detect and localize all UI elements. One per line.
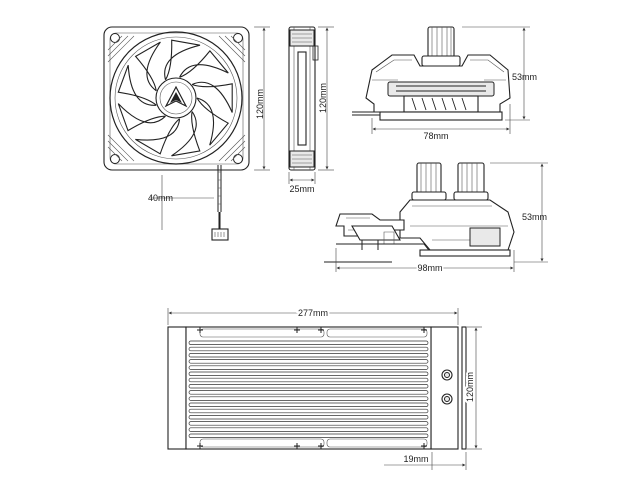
- radiator-height-label: 120mm: [465, 372, 475, 402]
- radiator-length-label: 277mm: [298, 308, 328, 318]
- fan-blade: [164, 39, 201, 81]
- radiator-front-view: [167, 326, 467, 450]
- fan-height-label: 120mm: [255, 89, 265, 119]
- fan-blade: [117, 65, 157, 106]
- fan-blade: [196, 97, 230, 146]
- fan-thickness-label: 25mm: [289, 184, 314, 194]
- radiator-fin: [188, 402, 429, 407]
- radiator-fin: [188, 359, 429, 364]
- pump-side-width-label: 98mm: [417, 263, 442, 273]
- radiator-height-dimension: 120mm: [463, 326, 482, 450]
- radiator-thickness-label: 19mm: [403, 454, 428, 464]
- pump-front-height-dimension: 53mm: [462, 26, 537, 121]
- radiator-thickness-dimension: 19mm: [384, 452, 467, 470]
- fan-side-height-label: 120mm: [318, 83, 328, 113]
- fan-front-view: [103, 26, 250, 241]
- fan-blade: [134, 41, 161, 92]
- fan-height-dimension: 120mm: [254, 26, 270, 171]
- fan-blade: [117, 103, 166, 132]
- cable-length-label: 40mm: [148, 193, 173, 203]
- radiator-fin: [188, 371, 429, 376]
- fan-side-height-dimension: 120mm: [318, 26, 334, 171]
- pump-side-view: [324, 162, 515, 263]
- pump-side-width-dimension: 98mm: [335, 248, 515, 275]
- radiator-fin: [188, 365, 429, 370]
- radiator-fin: [188, 340, 429, 345]
- fan-side-view: [288, 26, 319, 171]
- cable-length-dimension: 40mm: [148, 175, 214, 230]
- radiator-fin: [188, 433, 429, 438]
- pump-front-width-label: 78mm: [423, 131, 448, 141]
- fan-thickness-dimension: 25mm: [288, 172, 316, 194]
- pump-side-height-dimension: 53mm: [490, 162, 548, 263]
- radiator-fin: [188, 421, 429, 426]
- radiator-fin: [188, 353, 429, 358]
- pump-front-width-dimension: 78mm: [371, 104, 511, 141]
- fan-blade: [191, 81, 233, 113]
- radiator-fin: [188, 408, 429, 414]
- pump-side-height-label: 53mm: [522, 212, 547, 222]
- radiator-fin: [188, 396, 429, 401]
- radiator-fin: [188, 346, 429, 352]
- pump-front-height-label: 53mm: [512, 72, 537, 82]
- pump-front-view: [352, 26, 511, 121]
- fan-blade: [135, 118, 181, 155]
- radiator-fin: [188, 415, 429, 420]
- fan-blade: [179, 50, 229, 78]
- radiator-length-dimension: 277mm: [167, 306, 459, 325]
- radiator-fin: [188, 384, 429, 389]
- radiator-fin: [188, 427, 429, 432]
- radiator-fin: [188, 390, 429, 395]
- fan-blade: [171, 111, 201, 157]
- radiator-fin: [188, 377, 429, 383]
